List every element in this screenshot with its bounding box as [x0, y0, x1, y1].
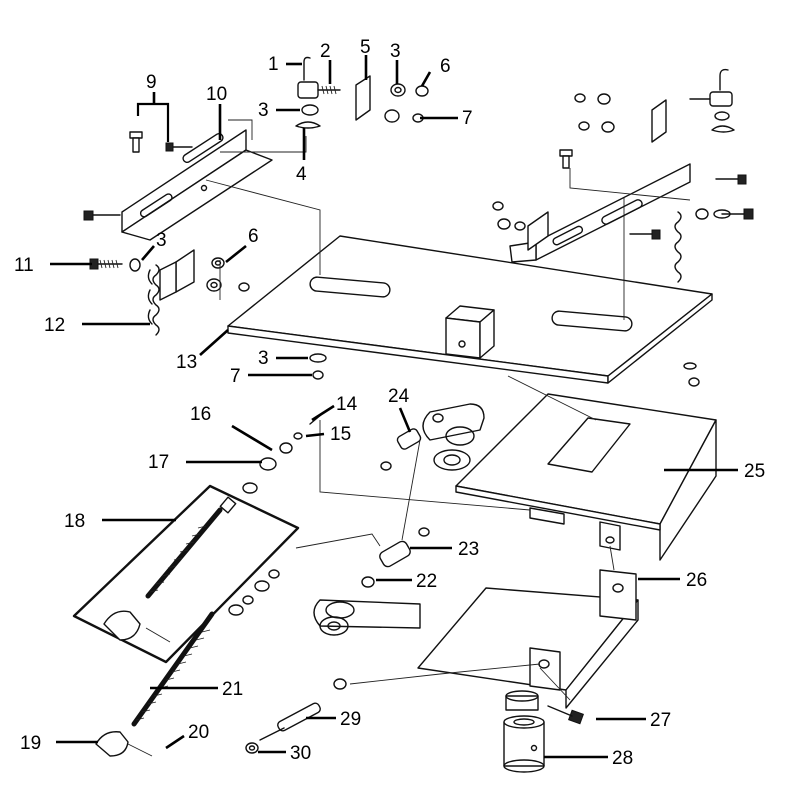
- callout-7: 7: [462, 108, 473, 129]
- callout-14: 14: [336, 394, 358, 415]
- callout-2: 2: [320, 41, 331, 62]
- plate-5: [355, 75, 371, 121]
- bolt-11: [89, 258, 141, 272]
- screw-9b: [165, 142, 193, 152]
- callout-29: 29: [340, 709, 361, 730]
- pin-2: [297, 81, 341, 99]
- spring-21: [95, 569, 280, 757]
- callout-6: 6: [440, 56, 451, 77]
- callout-16: 16: [190, 404, 211, 425]
- callout-26: 26: [686, 570, 707, 591]
- callout-18: 18: [64, 511, 85, 532]
- callout-5: 5: [360, 37, 371, 58]
- callout-6: 6: [248, 226, 259, 247]
- clevis-24: [380, 403, 485, 471]
- callout-9: 9: [146, 72, 157, 93]
- right-bracket: [509, 99, 691, 263]
- guide-lines: [205, 119, 691, 701]
- callout-23: 23: [458, 539, 479, 560]
- sleeve-28: [503, 690, 545, 773]
- callout-12: 12: [44, 315, 65, 336]
- callout-labels: 1 2 5 3 6 3 7 4 9 10 11 3 6 12 13 3 7 14…: [14, 37, 765, 769]
- chain-12: [147, 264, 160, 336]
- bolt-left: [83, 210, 121, 221]
- callout-10: 10: [206, 84, 227, 105]
- callout-27: 27: [650, 710, 671, 731]
- main-plate: [227, 235, 713, 384]
- bolt-27: [547, 705, 584, 725]
- callout-17: 17: [148, 452, 169, 473]
- bottom-plate: [313, 569, 639, 709]
- spring-assembly-18: [72, 484, 300, 664]
- callout-3: 3: [156, 230, 167, 251]
- pin-9a: [129, 131, 143, 153]
- leader-lines: [50, 55, 738, 759]
- washer-stack: [242, 413, 323, 494]
- washers-3-6: [295, 83, 429, 129]
- rod-29: [245, 678, 347, 754]
- callout-3: 3: [390, 41, 401, 62]
- callout-3: 3: [258, 348, 269, 369]
- washers-under-plate: [309, 353, 700, 387]
- callout-1: 1: [268, 54, 279, 75]
- small-tab-bracket: [159, 249, 250, 301]
- hook-1: [303, 56, 311, 81]
- middle-plate: [455, 393, 717, 561]
- callout-22: 22: [416, 571, 437, 592]
- callout-24: 24: [388, 386, 410, 407]
- callout-19: 19: [20, 733, 41, 754]
- left-bracket: [121, 129, 273, 241]
- callout-30: 30: [290, 743, 311, 764]
- right-hardware: [492, 68, 754, 283]
- callout-3: 3: [258, 100, 269, 121]
- callout-28: 28: [612, 748, 633, 769]
- callout-4: 4: [296, 164, 307, 185]
- callout-11: 11: [14, 255, 34, 276]
- callout-20: 20: [188, 722, 209, 743]
- callout-13: 13: [176, 352, 197, 373]
- clevis-23: [361, 527, 430, 588]
- callout-25: 25: [744, 461, 765, 482]
- callout-21: 21: [222, 679, 243, 700]
- callout-15: 15: [330, 424, 351, 445]
- callout-7: 7: [230, 366, 241, 387]
